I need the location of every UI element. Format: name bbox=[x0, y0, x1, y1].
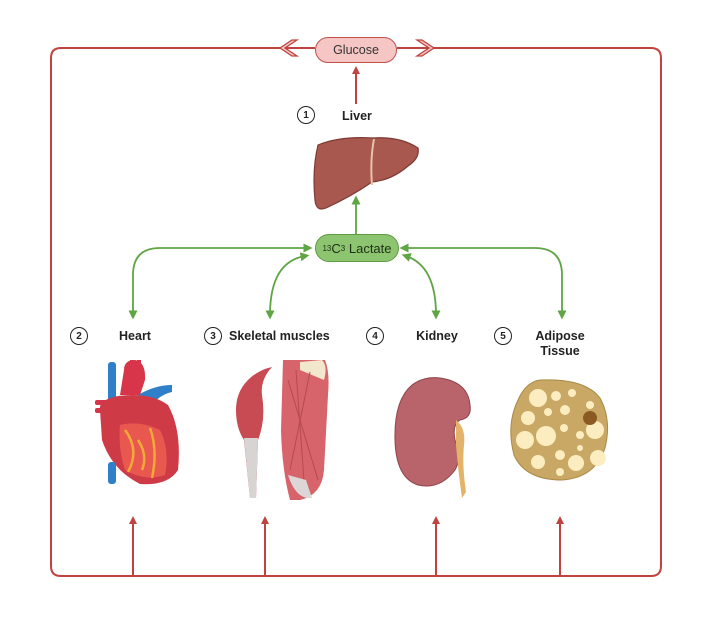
glucose-label: Glucose bbox=[333, 43, 379, 57]
glucose-supply-arrows bbox=[129, 516, 564, 576]
organ-label-adipose: Adipose Tissue bbox=[530, 329, 590, 359]
loop-left-branch bbox=[50, 47, 662, 577]
organ-label-kidney: Kidney bbox=[416, 329, 458, 343]
lactate-muscle-arrow bbox=[265, 252, 310, 320]
lactate-flow-arrows bbox=[128, 195, 567, 320]
organ-number-kidney: 4 bbox=[366, 327, 384, 345]
lactate-isotope-mass: 13 bbox=[322, 243, 332, 253]
skeletal-muscle-icon bbox=[236, 360, 329, 500]
lactate-adipose-arrow bbox=[399, 243, 567, 320]
organ-number-heart: 2 bbox=[70, 327, 88, 345]
glucose-node: Glucose bbox=[315, 37, 397, 63]
lactate-atom-count: 3 bbox=[340, 243, 346, 253]
glucose-circulation-loop bbox=[50, 47, 662, 577]
chevron-right-icon bbox=[414, 39, 436, 57]
lactate-heart-arrow bbox=[128, 243, 313, 320]
kidney-icon bbox=[394, 377, 471, 498]
lactate-kidney-arrow bbox=[401, 253, 441, 320]
heart-icon bbox=[95, 360, 179, 485]
chevron-left-icon bbox=[278, 39, 300, 57]
lactate-label: Lactate bbox=[348, 240, 392, 256]
organ-label-muscles: Skeletal muscles bbox=[229, 329, 330, 343]
organ-number-adipose: 5 bbox=[494, 327, 512, 345]
organ-label-adipose-line2: Tissue bbox=[540, 344, 580, 358]
organ-label-liver: Liver bbox=[342, 109, 372, 123]
liver-icon bbox=[313, 137, 419, 210]
organ-number-liver: 1 bbox=[297, 106, 315, 124]
organ-number-muscles: 3 bbox=[204, 327, 222, 345]
lactate-element: C bbox=[331, 240, 341, 256]
organ-label-heart: Heart bbox=[119, 329, 151, 343]
organ-label-adipose-line1: Adipose bbox=[535, 329, 585, 343]
adipose-tissue-icon bbox=[510, 379, 609, 481]
